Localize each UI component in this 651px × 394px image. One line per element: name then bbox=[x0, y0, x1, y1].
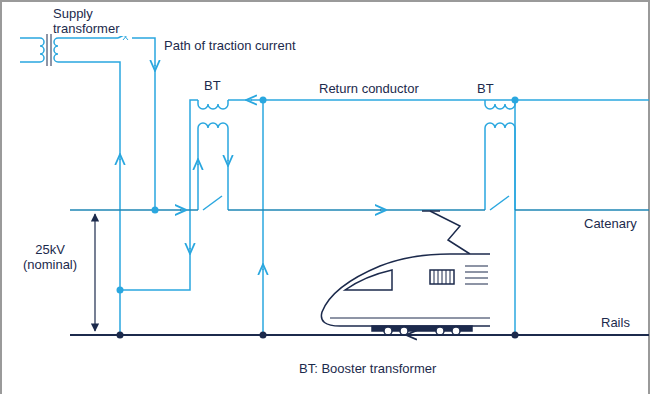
wiring bbox=[58, 31, 649, 335]
junction-dots bbox=[117, 97, 519, 339]
supply-transformer-symbol bbox=[20, 34, 58, 66]
rails-label: Rails bbox=[600, 315, 631, 330]
train bbox=[321, 254, 490, 335]
pantograph bbox=[422, 211, 470, 254]
current-path-label: Path of traction current bbox=[163, 38, 297, 53]
catenary-label: Catenary bbox=[583, 216, 638, 231]
bt-label: BT bbox=[203, 78, 222, 93]
booster-transformer-left bbox=[198, 100, 228, 210]
booster-transformer-right bbox=[485, 100, 515, 210]
conductor-label: Return conductor bbox=[318, 81, 420, 96]
voltage-dimension bbox=[94, 214, 95, 331]
bt-label: BT bbox=[476, 81, 495, 96]
transformer-label: Supply transformer bbox=[52, 6, 134, 36]
rails-line bbox=[70, 334, 649, 336]
voltage-label: 25kV (nominal) bbox=[16, 242, 84, 272]
legend-note: BT: Booster transformer bbox=[298, 361, 437, 376]
